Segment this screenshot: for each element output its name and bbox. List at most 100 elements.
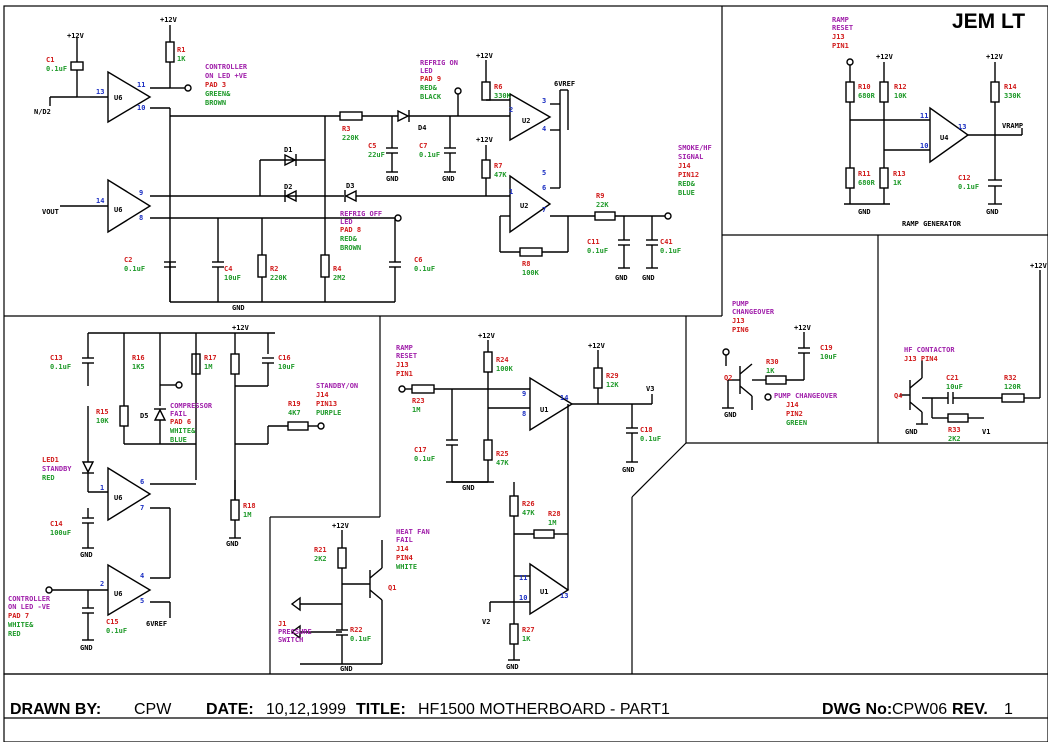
label-c1-val: 0.1uF [46, 65, 67, 73]
label-r13: R13 [893, 170, 906, 178]
label-u6c-pin6: 6 [140, 478, 144, 486]
label-ramp-reset-a2: RESET [832, 24, 853, 32]
label-ctrl-on-4: GREEN& [205, 90, 231, 98]
label-c4-val: 10uF [224, 274, 241, 282]
label-c14: C14 [50, 520, 63, 528]
pump-changeover-wiring [722, 332, 810, 410]
label-rail-12v-a2: +12V [67, 32, 85, 40]
label-r3-val: 220K [342, 134, 360, 142]
label-gnd-r2: GND [986, 208, 999, 216]
label-led1-3: RED [42, 474, 55, 482]
label-u6c-pin7: 7 [140, 504, 144, 512]
label-r19: R19 [288, 400, 301, 408]
label-c19: C19 [820, 344, 833, 352]
label-refrig-on-3: PAD 9 [420, 75, 441, 83]
label-nd2: N/D2 [34, 108, 51, 116]
label-c41: C41 [660, 238, 673, 246]
label-rail-12v-a4: +12V [476, 136, 494, 144]
label-r21: R21 [314, 546, 327, 554]
label-r23-val: 1M [412, 406, 420, 414]
label-c5-val: 22uF [368, 151, 385, 159]
label-c18-val: 0.1uF [640, 435, 661, 443]
label-r14: R14 [1004, 83, 1017, 91]
label-u2b-pin5: 5 [542, 169, 546, 177]
label-r19-val: 4K7 [288, 409, 301, 417]
label-ramp-reset-b3: J13 [396, 361, 409, 369]
label-r25: R25 [496, 450, 509, 458]
label-q1: Q1 [388, 584, 396, 592]
label-r23: R23 [412, 397, 425, 405]
label-c6-val: 0.1uF [414, 265, 435, 273]
label-fan-2: FAIL [396, 536, 413, 544]
label-u1a-pin9: 9 [522, 390, 526, 398]
label-fan-5: WHITE [396, 563, 417, 571]
label-j1-2: PRESSURE [278, 628, 312, 636]
dwg-value: CPW06 [892, 701, 947, 718]
label-refrig-on-2: LED [420, 67, 433, 75]
label-vramp: VRAMP [1002, 122, 1023, 130]
label-gnd-r1: GND [858, 208, 871, 216]
label-pump-1: PUMP [732, 300, 749, 308]
label-refrig-on-5: BLACK [420, 93, 442, 101]
label-c17-val: 0.1uF [414, 455, 435, 463]
ramp-generator-wiring [845, 58, 1023, 204]
label-r4: R4 [333, 265, 341, 273]
label-c13: C13 [50, 354, 63, 362]
label-rail-12v-a3: +12V [476, 52, 494, 60]
label-r12: R12 [894, 83, 907, 91]
label-gnd-a: GND [232, 304, 245, 312]
label-rail-12v-f: +12V [332, 522, 350, 530]
label-refrig-off-5: BROWN [340, 244, 361, 252]
label-r16: R16 [132, 354, 145, 362]
label-ramp-reset-b4: PIN1 [396, 370, 413, 378]
label-fan-1: HEAT FAN [396, 528, 430, 536]
label-standby-1: STANDBY/ON [316, 382, 358, 390]
label-r12-val: 10K [894, 92, 907, 100]
label-v2: V2 [482, 618, 490, 626]
label-u1a-pin14: 14 [560, 394, 568, 402]
label-r24: R24 [496, 356, 509, 364]
label-vref-b: 6VREF [146, 620, 167, 628]
label-ctrl-off-5: RED [8, 630, 21, 638]
label-d3: D3 [346, 182, 354, 190]
label-hf-2: J13 PIN4 [904, 355, 938, 363]
label-r9-val: 22K [596, 201, 609, 209]
label-u2a-pin4: 4 [542, 125, 546, 133]
label-ctrl-on-5: BROWN [205, 99, 226, 107]
label-gnd-c14: GND [80, 551, 93, 559]
label-ramp-reset-a3: J13 [832, 33, 845, 41]
label-pump-2: CHANGEOVER [732, 308, 775, 316]
label-u6b-pin9: 9 [139, 189, 143, 197]
label-r22: R22 [350, 626, 363, 634]
label-comp-fail-1: COMPRESSOR [170, 402, 213, 410]
label-j1-3: SWITCH [278, 636, 303, 644]
label-q2: Q2 [724, 374, 732, 382]
label-r29-val: 12K [606, 381, 619, 389]
label-refrig-off-2: LED [340, 218, 353, 226]
label-refrig-off-4: RED& [340, 235, 358, 243]
label-u4: U4 [940, 134, 948, 142]
label-rail-12v-c1: +12V [478, 332, 496, 340]
label-rail-12v-c2: +12V [588, 342, 606, 350]
label-ctrl-off-4: WHITE& [8, 621, 34, 629]
label-ctrl-on-3: PAD 3 [205, 81, 226, 89]
label-u6c: U6 [114, 494, 122, 502]
label-ctrl-off-2: ON LED -VE [8, 603, 50, 611]
label-gnd-c18: GND [622, 466, 635, 474]
drawn-by-value: CPW [134, 701, 172, 718]
dwg-label: DWG No: [822, 701, 892, 718]
label-c18: C18 [640, 426, 653, 434]
label-v1: V1 [982, 428, 990, 436]
label-r17-val: 1M [204, 363, 212, 371]
label-r17: R17 [204, 354, 217, 362]
label-c16: C16 [278, 354, 291, 362]
label-u6a: U6 [114, 94, 122, 102]
label-u6d-pin5: 5 [140, 597, 144, 605]
label-smoke-5: RED& [678, 180, 696, 188]
label-gnd-c5: GND [386, 175, 399, 183]
label-u1b-pin11: 11 [519, 574, 527, 582]
label-c17: C17 [414, 446, 427, 454]
label-pump-out-3: PIN2 [786, 410, 803, 418]
